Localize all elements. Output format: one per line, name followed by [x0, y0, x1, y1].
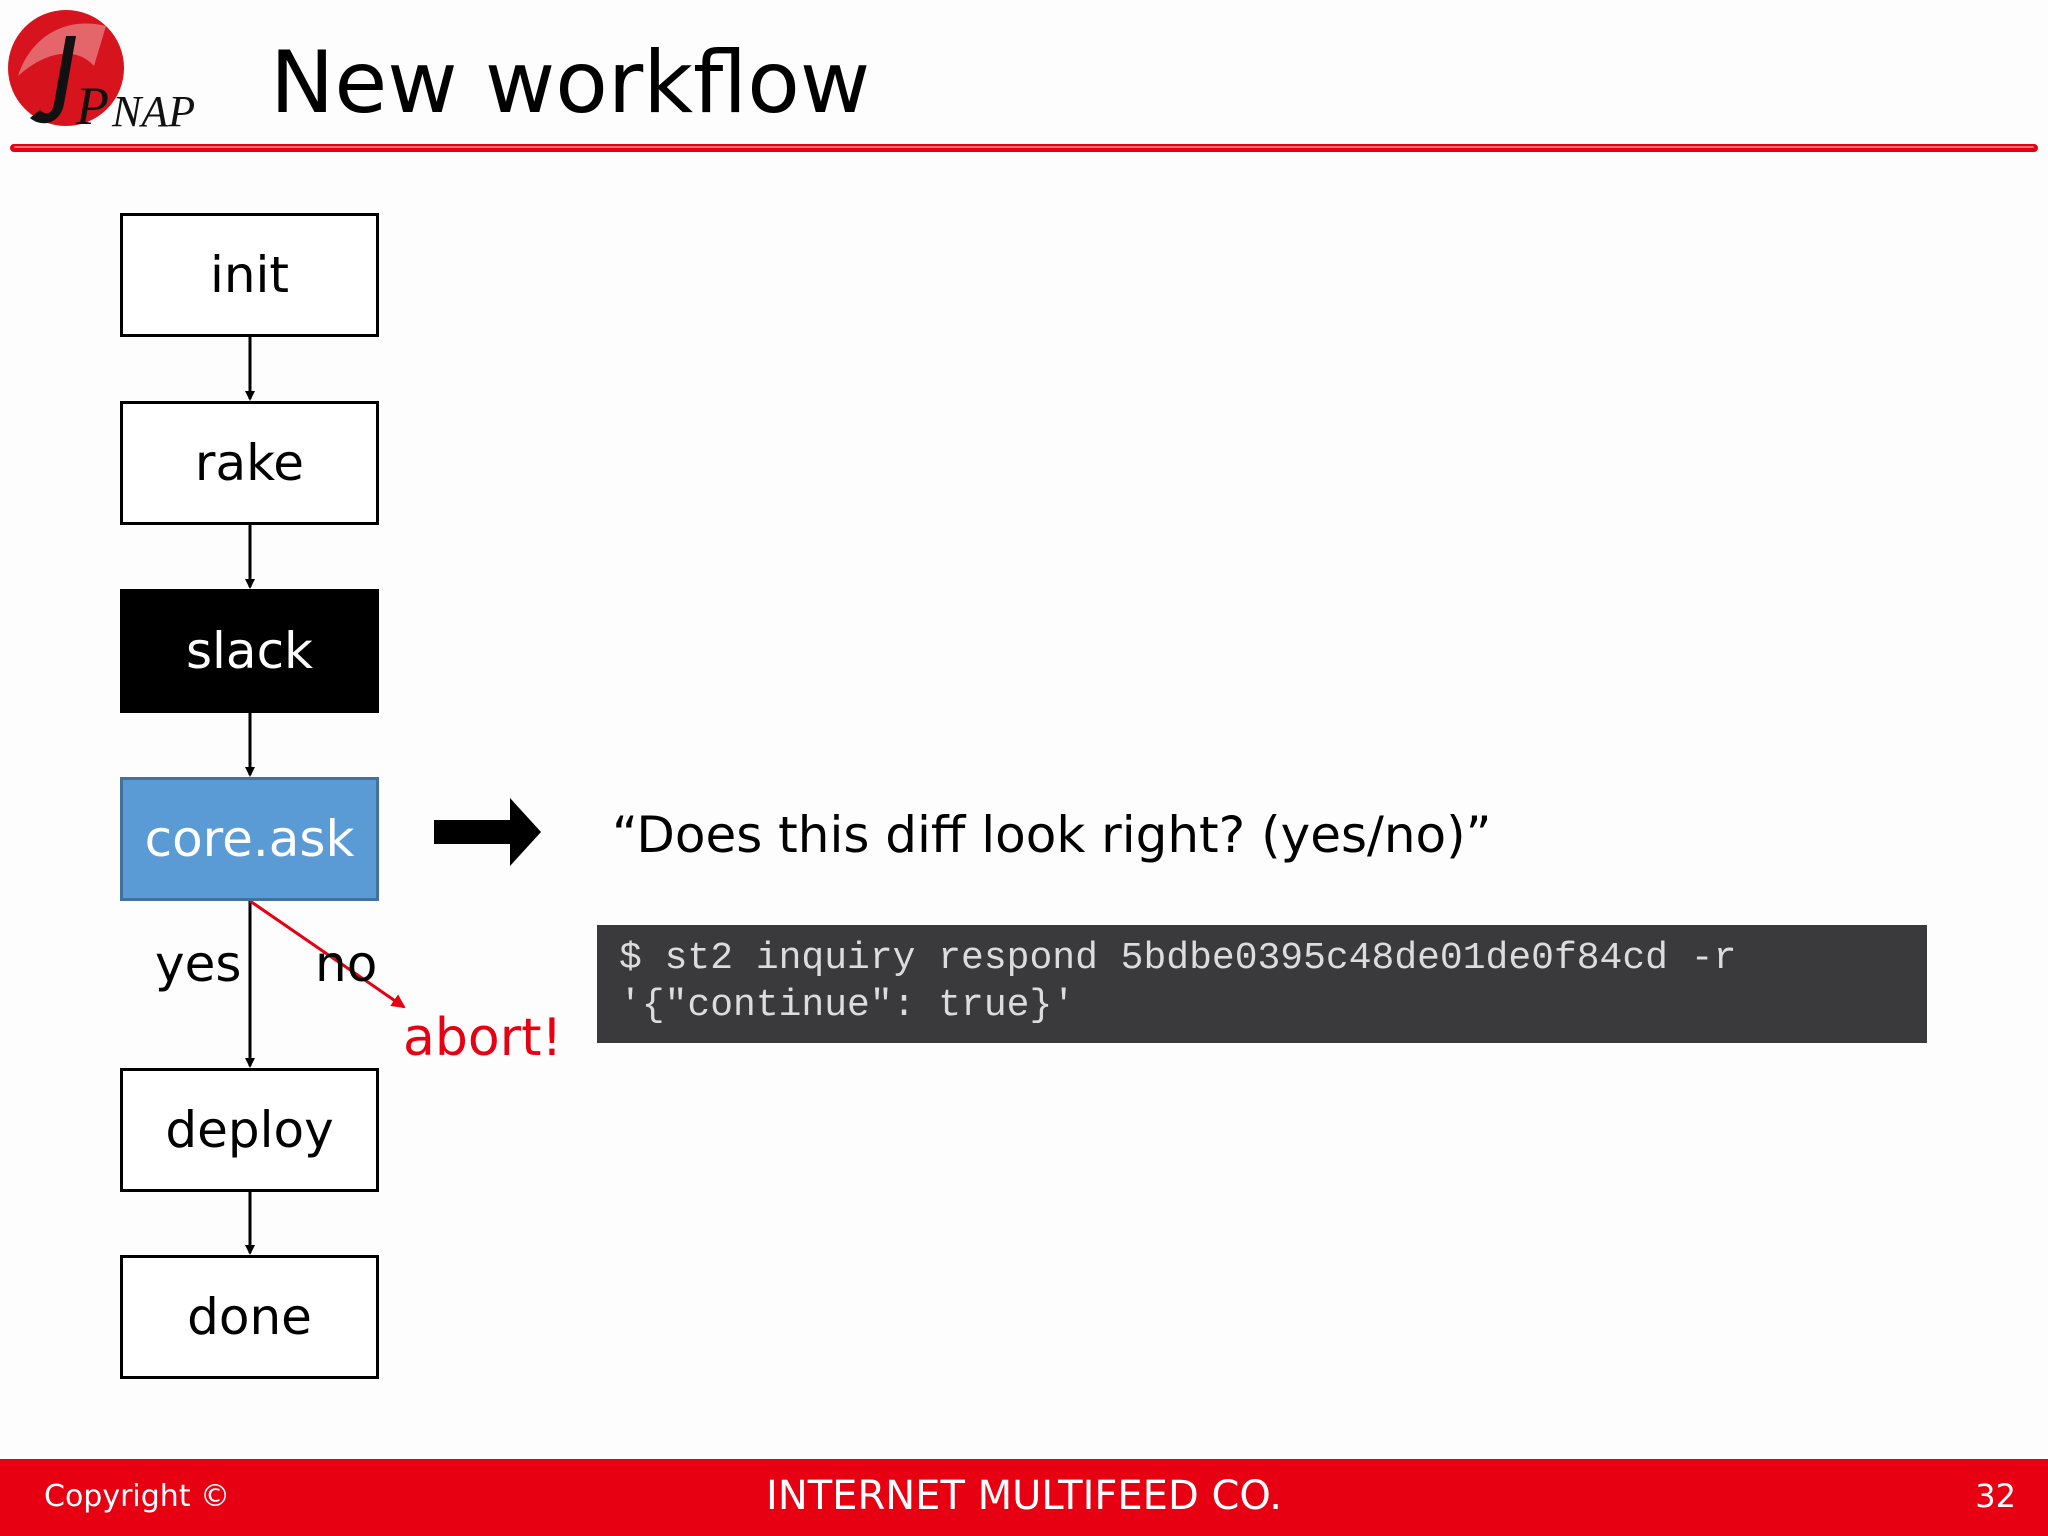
footer-copyright: Copyright ©	[44, 1479, 231, 1514]
edge-label-yes: yes	[155, 935, 242, 993]
cli-command-line-1: $ st2 inquiry respond 5bdbe0395c48de01de…	[619, 937, 1737, 980]
node-done: done	[120, 1255, 379, 1379]
logo-letter-j	[30, 36, 76, 124]
node-deploy: deploy	[120, 1068, 379, 1192]
jpnap-logo-mark: P NAP	[8, 10, 195, 134]
inquiry-prompt-text: “Does this diff look right? (yes/no)”	[612, 806, 1492, 864]
logo-highlight	[18, 23, 106, 76]
right-arrow-icon	[434, 798, 541, 866]
node-init: init	[120, 213, 379, 337]
footer-company: INTERNET MULTIFEED CO.	[766, 1473, 1282, 1519]
node-slack: slack	[120, 589, 379, 713]
title-underline-bar	[10, 144, 2038, 152]
footer-page-number: 32	[1975, 1477, 2016, 1515]
title-underline	[10, 138, 2038, 152]
node-rake: rake	[120, 401, 379, 525]
footer-bar: Copyright © INTERNET MULTIFEED CO. 32	[0, 1459, 2048, 1536]
abort-label: abort!	[403, 1008, 563, 1068]
edge-core-ask-abort	[249, 899, 406, 1009]
logo-letter-p: P	[75, 76, 109, 134]
logo-letters-nap: NAP	[111, 87, 195, 134]
cli-command-line-2: '{"continue": true}'	[619, 984, 1076, 1027]
node-core-ask: core.ask	[120, 777, 379, 901]
jpnap-logo: P NAP	[6, 6, 226, 134]
cli-command-block: $ st2 inquiry respond 5bdbe0395c48de01de…	[597, 925, 1927, 1043]
edge-label-no: no	[315, 935, 378, 993]
page-title: New workflow	[270, 33, 871, 133]
